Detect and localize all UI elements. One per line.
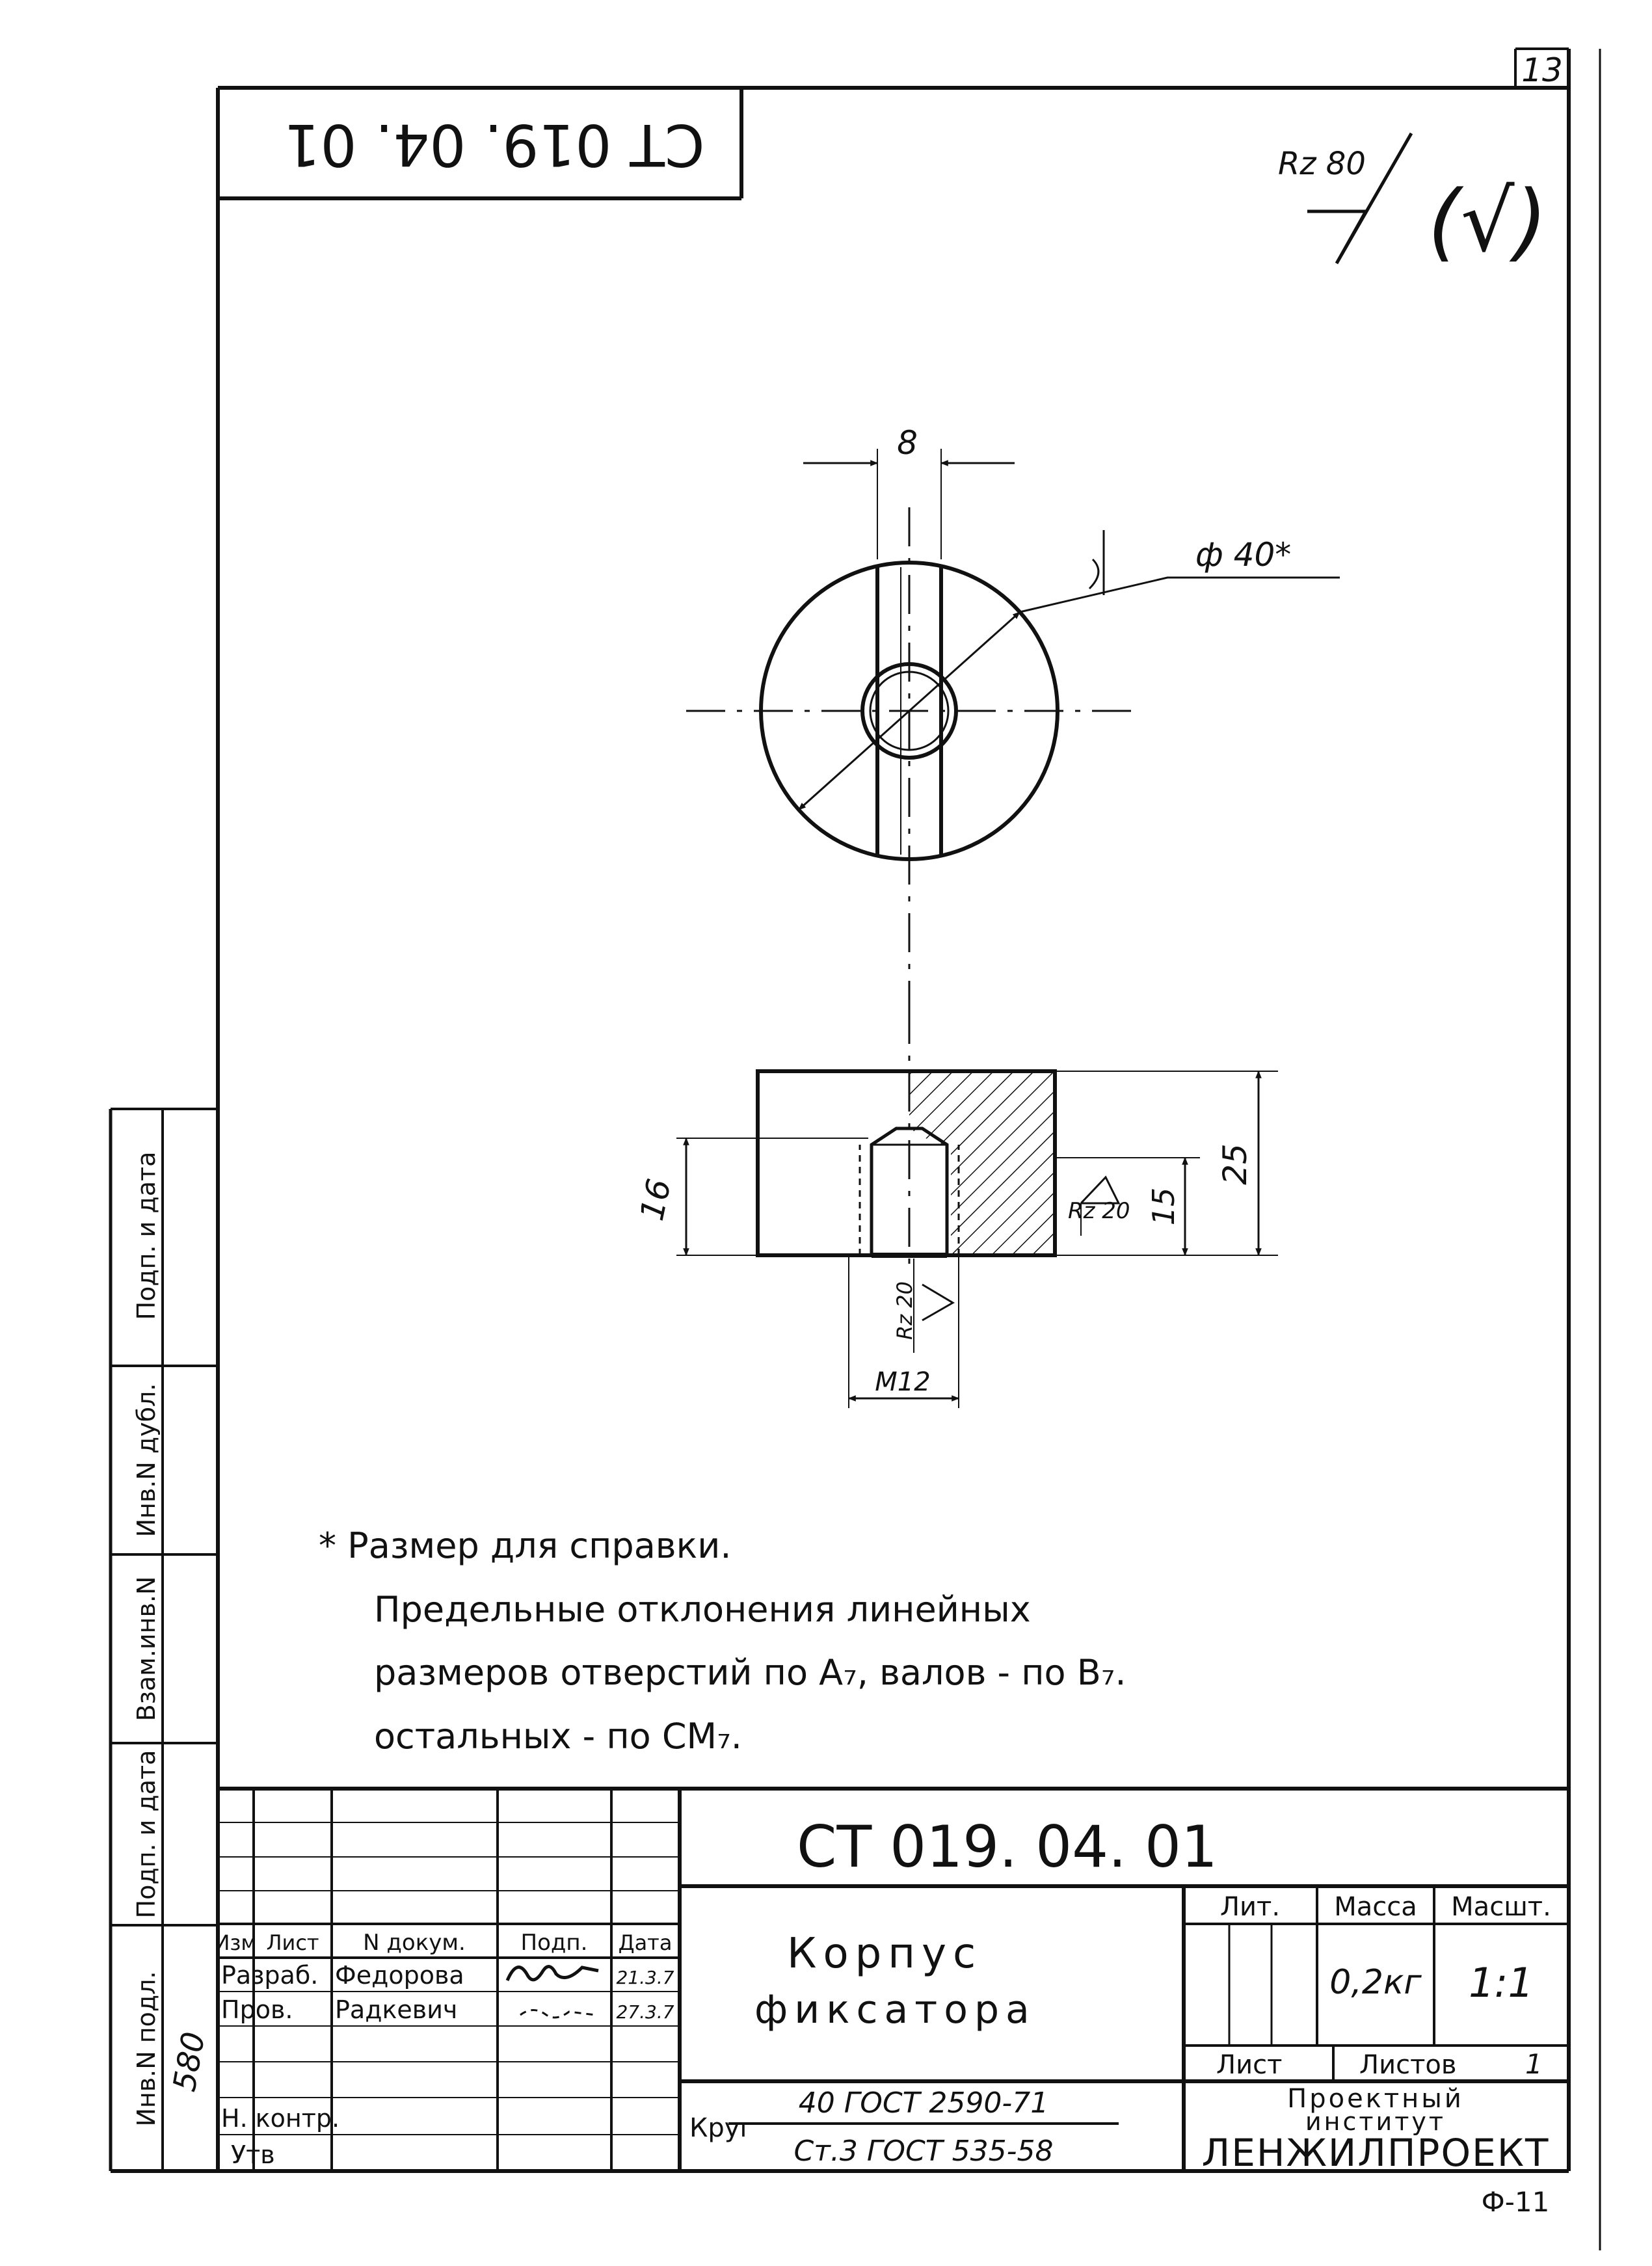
side-stamp-podp-data-1: Подп. и дата xyxy=(132,1750,161,1919)
material-top: 40 ГОСТ 2590-71 xyxy=(799,2086,1049,2120)
top-stamp-box xyxy=(218,88,743,200)
org-name: ЛЕНЖИЛПРОЕКТ xyxy=(1202,2131,1550,2175)
side-stamp-vzam-inv: Взам.инв.N xyxy=(132,1577,161,1722)
top-view xyxy=(686,449,1340,1034)
page-frame xyxy=(111,47,1601,2250)
note-line: размеров отверстий по А₇, валов - по В₇. xyxy=(374,1652,1126,1693)
row-name: Федорова xyxy=(335,1961,464,1990)
row-date: 21.3.7 xyxy=(616,1967,674,1988)
sheet-number: 13 xyxy=(1521,51,1563,89)
note-line: * Размер для справки. xyxy=(319,1525,732,1566)
material-bottom: Ст.3 ГОСТ 535-58 xyxy=(794,2135,1054,2168)
dim-slot-width: 8 xyxy=(897,424,918,462)
roughness-general-mark: (√) xyxy=(1428,172,1547,271)
scale-label: Масшт. xyxy=(1451,1892,1551,1922)
notes: * Размер для справки. Предельные отклоне… xyxy=(319,1525,1126,1757)
title-designation: СТ 019. 04. 01 xyxy=(797,1813,1218,1880)
dim-bore-depth: 16 xyxy=(633,1175,678,1223)
signature-radkevich xyxy=(520,2009,596,2019)
form-code: Ф-11 xyxy=(1482,2186,1550,2218)
roughness-thread-label: Rz 20 xyxy=(892,1281,917,1340)
side-stamp-podp-data-2: Подп. и дата xyxy=(132,1152,161,1320)
part-name-line2: фиксатора xyxy=(754,1987,1036,2033)
side-stamp-inv-podl: Инв.N подл. xyxy=(132,1971,161,2127)
dim-thread: М12 xyxy=(875,1367,930,1397)
row-role: Н. контр. xyxy=(221,2104,340,2133)
header-podp: Подп. xyxy=(521,1930,588,1956)
roughness-bore-label: Rz 20 xyxy=(1068,1198,1130,1224)
signature-fedorova xyxy=(505,1965,599,1982)
row-role: Разраб. xyxy=(221,1961,318,1990)
sheets-value: 1 xyxy=(1525,2048,1543,2080)
row-role: Пров. xyxy=(221,1995,293,2024)
sheets-label: Листов xyxy=(1359,2050,1456,2080)
dim-thread-depth: 15 xyxy=(1146,1188,1181,1226)
dim-outer-diameter: ф 40* xyxy=(1195,536,1291,574)
note-line: остальных - по СМ₇. xyxy=(374,1716,742,1757)
top-stamp-text: СТ 019. 04. 01 xyxy=(284,111,705,178)
side-stamp-inv-dubl: Инв.N дубл. xyxy=(132,1383,161,1538)
header-izm: Изм xyxy=(214,1930,256,1955)
row-name: Радкевич xyxy=(335,1995,457,2024)
row-role: Утв xyxy=(231,2140,275,2169)
roughness-general-label: Rz 80 xyxy=(1278,146,1366,182)
sheet-label: Лист xyxy=(1216,2050,1282,2080)
side-stamp xyxy=(109,1108,218,2171)
scale-value: 1:1 xyxy=(1469,1959,1534,2006)
mass-label: Масса xyxy=(1334,1892,1417,1922)
header-ndokum: N докум. xyxy=(363,1930,466,1956)
section-view xyxy=(676,1005,1278,1408)
row-date: 27.3.7 xyxy=(616,2001,674,2023)
title-block-grid xyxy=(218,1787,1569,2171)
org-line1: Проектный xyxy=(1287,2084,1464,2114)
side-stamp-handwritten-number: 580 xyxy=(166,2029,212,2094)
part-name-line1: Корпус xyxy=(787,1930,982,1978)
mass-value: 0,2кг xyxy=(1329,1963,1422,2002)
lit-label: Лит. xyxy=(1220,1892,1280,1922)
header-list: Лист xyxy=(266,1930,319,1955)
note-line: Предельные отклонения линейных xyxy=(374,1589,1031,1630)
org-line2: институт xyxy=(1305,2107,1446,2136)
material-prefix: Круг xyxy=(689,2113,753,2143)
dim-height: 25 xyxy=(1216,1143,1254,1185)
general-roughness-symbol xyxy=(1307,132,1413,265)
header-data: Дата xyxy=(619,1930,673,1955)
